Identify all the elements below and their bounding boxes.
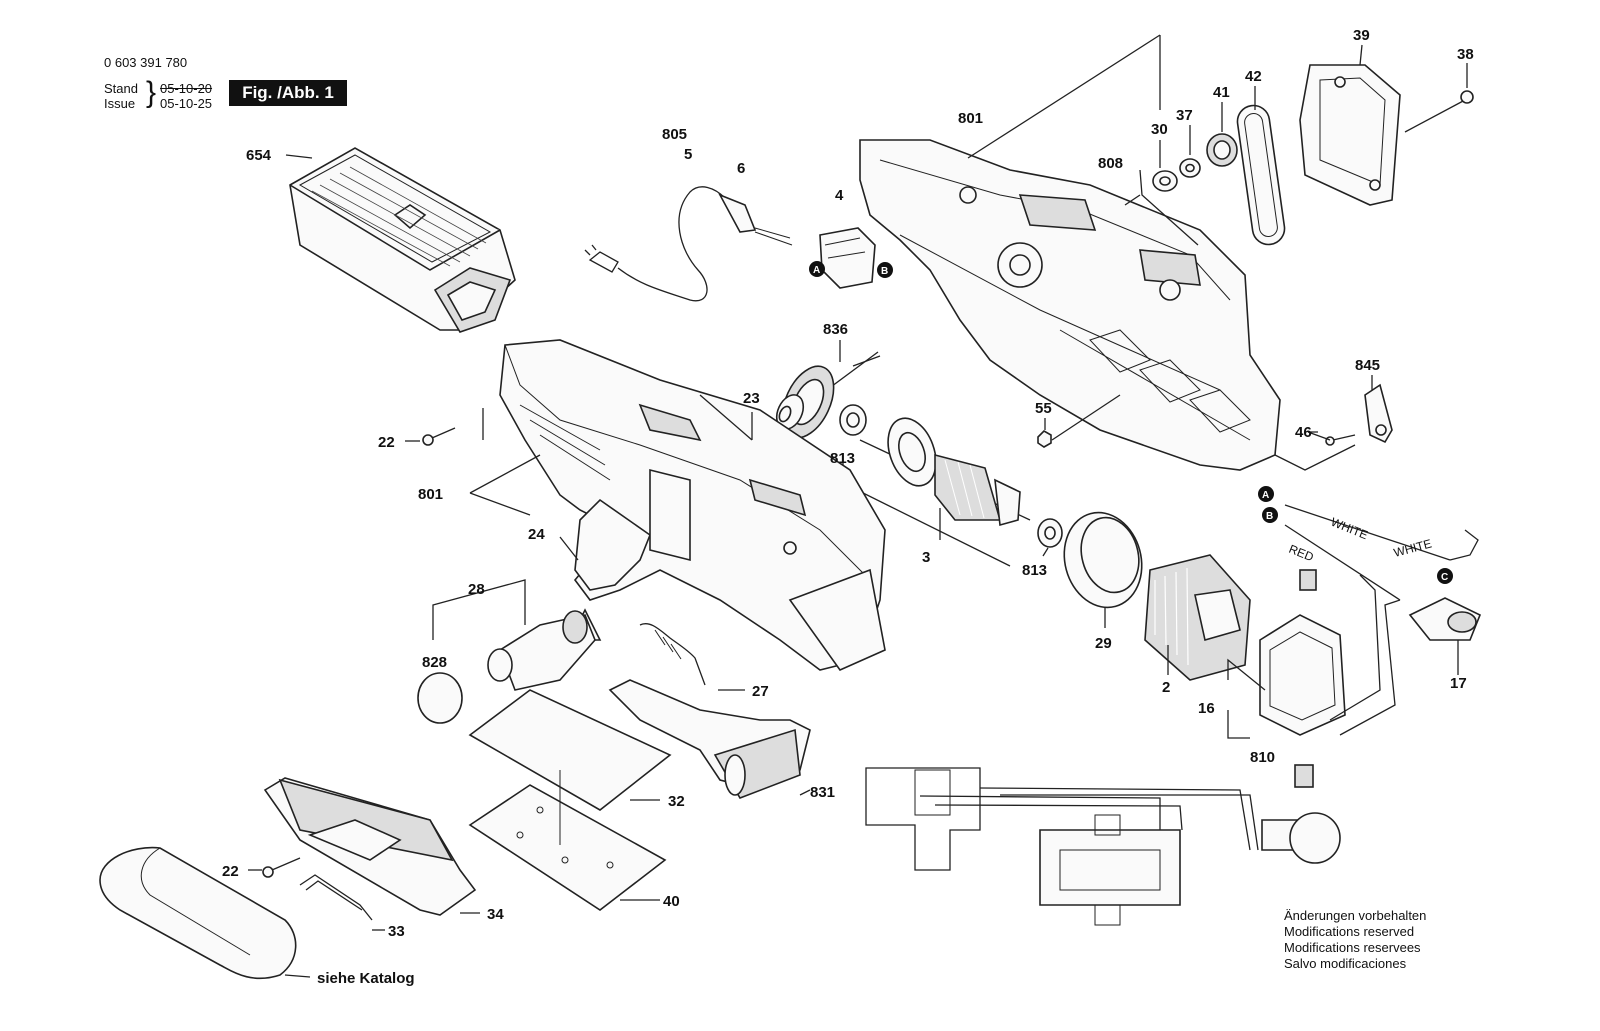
- label-34: 34: [487, 906, 504, 923]
- label-38: 38: [1457, 46, 1474, 63]
- label-41: 41: [1213, 84, 1230, 101]
- switch-part: [819, 227, 876, 289]
- fan-ring-part: [1063, 511, 1143, 609]
- footer-line-en: Modifications reserved: [1284, 924, 1415, 939]
- label-810: 810: [1250, 749, 1275, 766]
- label-2: 2: [1162, 679, 1170, 696]
- bearing-30-part: [1152, 170, 1178, 192]
- belt-cover-39-part: [1299, 64, 1401, 206]
- modifications-note: Änderungen vorbehalten Modifications res…: [1284, 908, 1426, 972]
- label-55: 55: [1035, 400, 1052, 417]
- label-6: 6: [737, 160, 745, 177]
- wire-label-red: RED: [1287, 542, 1316, 565]
- label-805: 805: [662, 126, 687, 143]
- label-46: 46: [1295, 424, 1312, 441]
- connector-a-marker-right: A: [1258, 486, 1274, 502]
- label-17: 17: [1450, 675, 1467, 692]
- label-32: 32: [668, 793, 685, 810]
- bracket-845-part: [1364, 383, 1393, 444]
- footer-line-es: Salvo modificaciones: [1284, 956, 1407, 971]
- pulley-41-part: [1206, 133, 1238, 167]
- label-42: 42: [1245, 68, 1262, 85]
- date-brace: }: [146, 76, 157, 109]
- dust-port-part: [417, 610, 596, 724]
- label-23: 23: [743, 390, 760, 407]
- svg-text:B: B: [881, 266, 888, 277]
- dust-box-part: [289, 147, 516, 333]
- label-808: 808: [1098, 155, 1123, 172]
- bearing-813-bottom-part: [1037, 518, 1063, 548]
- label-813-top: 813: [830, 450, 855, 467]
- issue-label: Issue: [104, 96, 136, 111]
- label-5: 5: [684, 146, 692, 163]
- roller-bracket-part: [608, 679, 811, 799]
- pad-plate-part: [468, 689, 672, 811]
- lower-shoe-part: [263, 777, 477, 916]
- label-801-upper: 801: [958, 110, 983, 127]
- label-24: 24: [528, 526, 545, 543]
- screw-46-part: [1325, 434, 1356, 446]
- base-plate-part: [468, 770, 667, 911]
- brush-holder-part: [1259, 569, 1346, 788]
- label-3: 3: [922, 549, 930, 566]
- svg-text:B: B: [1266, 511, 1273, 522]
- label-654: 654: [246, 147, 272, 164]
- catalog-note: siehe Katalog: [317, 970, 415, 987]
- label-801-lower: 801: [418, 486, 443, 503]
- connector-b-marker-right: B: [1262, 507, 1278, 523]
- label-845: 845: [1355, 357, 1380, 374]
- label-39: 39: [1353, 27, 1370, 44]
- nut-55-part: [1037, 430, 1052, 448]
- connector-a-marker-left: A: [809, 261, 825, 277]
- stand-date: 05-10-20: [160, 81, 213, 96]
- svg-text:A: A: [813, 265, 820, 276]
- svg-text:A: A: [1262, 490, 1269, 501]
- label-29: 29: [1095, 635, 1112, 652]
- clip-part: [299, 874, 373, 921]
- figure-tag: Fig. /Abb. 1: [229, 80, 347, 106]
- sanding-belt-part: [99, 846, 297, 980]
- wiring-part: [1284, 504, 1482, 736]
- label-27: 27: [752, 683, 769, 700]
- svg-text:C: C: [1441, 572, 1448, 583]
- label-836: 836: [823, 321, 848, 338]
- label-22-upper: 22: [378, 434, 395, 451]
- wire-label-white-1: WHITE: [1329, 515, 1370, 542]
- wiring-schematic: [865, 767, 1341, 926]
- wire-label-white-2: WHITE: [1392, 536, 1433, 560]
- label-33: 33: [388, 923, 405, 940]
- part-number: 0 603 391 780: [104, 55, 188, 70]
- label-22-lower: 22: [222, 863, 239, 880]
- drive-belt-42-part: [1236, 104, 1286, 246]
- screw-22-lower-part: [262, 857, 301, 878]
- washer-37-part: [1179, 158, 1201, 178]
- label-28: 28: [468, 581, 485, 598]
- power-cord-part: [584, 186, 793, 302]
- spring-part: [639, 623, 706, 686]
- stand-label: Stand: [104, 81, 138, 96]
- label-37: 37: [1176, 107, 1193, 124]
- bearing-813-top-part: [839, 404, 867, 436]
- connector-c-marker: C: [1437, 568, 1453, 584]
- label-828: 828: [422, 654, 447, 671]
- label-4: 4: [835, 187, 844, 204]
- label-16: 16: [1198, 700, 1215, 717]
- footer-line-fr: Modifications reservees: [1284, 940, 1421, 955]
- armature-part: [859, 417, 1031, 527]
- issue-date: 05-10-25: [160, 96, 213, 111]
- label-40: 40: [663, 893, 680, 910]
- label-813-bottom: 813: [1022, 562, 1047, 579]
- stator-part: [1144, 554, 1251, 681]
- screw-38-part: [1404, 90, 1474, 133]
- label-30: 30: [1151, 121, 1168, 138]
- label-831: 831: [810, 784, 835, 801]
- upper-housing-part: [859, 139, 1281, 471]
- screw-22-upper-part: [422, 427, 456, 446]
- footer-line-de: Änderungen vorbehalten: [1284, 908, 1427, 923]
- connector-b-marker-left: B: [877, 262, 893, 278]
